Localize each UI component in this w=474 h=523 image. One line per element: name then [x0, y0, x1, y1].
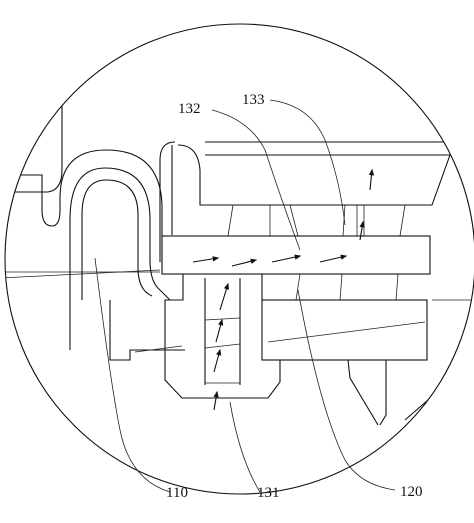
flow-arrows — [192, 168, 375, 411]
lower-hatch — [134, 345, 183, 353]
fin-1 — [227, 204, 234, 237]
vertical-post-outer — [159, 141, 176, 262]
label-133: 133 — [242, 92, 265, 108]
detail-circle — [4, 23, 474, 495]
flow-arrow-5 — [359, 220, 365, 241]
horizontal-channel — [161, 235, 431, 275]
leader-131 — [229, 401, 261, 493]
flow-arrow-8 — [215, 318, 224, 343]
housing-left-wall — [5, 60, 63, 193]
housing-left-notch — [5, 174, 61, 227]
leg-2 — [379, 360, 387, 426]
fin-7 — [399, 204, 406, 237]
cross-section — [5, 60, 474, 426]
leader-120 — [297, 289, 396, 491]
connect-fin-1 — [295, 273, 301, 301]
flow-arrow-10 — [213, 390, 219, 411]
leader-132 — [211, 109, 301, 251]
block-120-hatch — [267, 321, 426, 343]
channel-outer-shell — [59, 149, 163, 270]
leader-133 — [269, 99, 346, 226]
channel-110-outer — [69, 167, 171, 350]
label-110: 110 — [166, 485, 188, 501]
flow-arrow-9 — [213, 348, 222, 373]
label-120: 120 — [400, 484, 423, 500]
lower-step — [109, 300, 185, 361]
channel-110-inner — [81, 179, 153, 300]
connect-fin-3 — [395, 273, 399, 301]
block-120 — [261, 299, 428, 361]
label-132: 132 — [178, 101, 201, 117]
flow-arrow-3 — [271, 254, 302, 263]
right-slope — [404, 359, 474, 421]
leg-1 — [347, 359, 379, 426]
vertical-post-inner — [177, 144, 205, 206]
leader-110 — [94, 257, 171, 493]
flow-arrow-2 — [231, 258, 258, 267]
flow-arrow-1 — [192, 256, 220, 263]
flow-arrow-4 — [319, 254, 348, 263]
top-plate-bottom — [205, 154, 451, 206]
nozzle-hatch-1 — [204, 317, 241, 321]
fin-3 — [289, 204, 299, 237]
flow-arrow-7 — [219, 282, 229, 311]
flow-arrow-6 — [368, 168, 375, 191]
nozzle-hatch-2 — [204, 343, 241, 349]
base-line-lower — [5, 269, 161, 279]
label-131: 131 — [257, 485, 280, 501]
fin-4 — [342, 204, 346, 237]
connect-fin-2 — [339, 273, 343, 301]
